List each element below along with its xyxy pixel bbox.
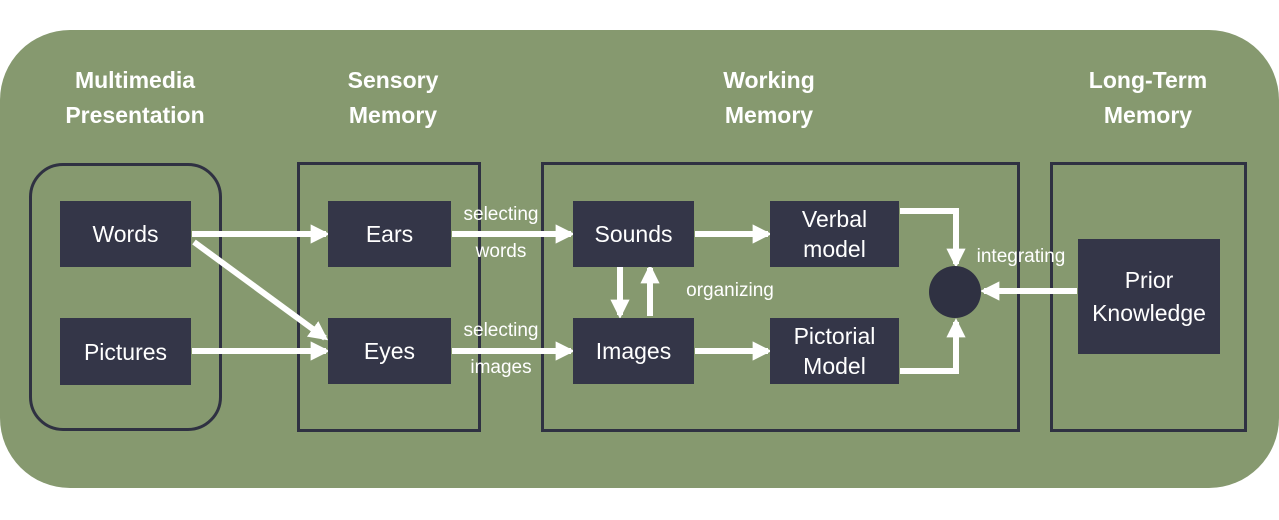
heading-line: Sensory [347,67,439,93]
heading-line: Memory [724,102,814,128]
label-line: selecting [463,204,539,225]
heading-long-term-memory: Long-Term Memory [1078,63,1218,133]
heading-multimedia-presentation: Multimedia Presentation [65,63,205,133]
node-label: Verbal [801,206,868,232]
heading-line: Memory [348,102,438,128]
arrow-pictorial-model-to-hub [900,318,966,374]
heading-line: Presentation [65,102,205,128]
frame-sensory-memory [297,162,481,432]
node-pictures: Pictures [60,318,191,385]
node-label: Ears [365,221,414,247]
node-label: Model [803,353,866,379]
integration-node [929,266,981,318]
node-pictorial-model: Pictorial Model [770,318,899,384]
node-label: Sounds [594,221,673,247]
label-organizing: organizing [680,272,780,309]
node-eyes: Eyes [328,318,451,384]
node-label: Eyes [363,338,416,364]
node-label: Pictorial [793,323,876,349]
heading-working-memory: Working Memory [709,63,829,133]
heading-line: Working [723,67,815,93]
node-label: Prior [1124,266,1174,293]
heading-line: Multimedia [74,67,196,93]
node-label: model [803,236,866,262]
label-line: integrating [976,246,1066,267]
heading-line: Memory [1103,102,1193,128]
node-sounds: Sounds [573,201,694,267]
node-label: Words [92,221,159,247]
frame-multimedia-presentation [29,163,222,431]
node-words: Words [60,201,191,267]
arrow-words-to-eyes [192,239,329,341]
frame-long-term-memory [1050,162,1247,432]
label-integrating: integrating [968,238,1074,275]
label-selecting-words: selecting words [450,196,552,270]
label-line: selecting [463,320,539,341]
label-line: words [475,241,527,262]
label-line: images [470,357,532,378]
heading-line: Long-Term [1088,67,1208,93]
arrow-verbal-model-to-hub [900,208,966,268]
node-images: Images [573,318,694,384]
node-ears: Ears [328,201,451,267]
label-line: organizing [686,280,774,301]
node-verbal-model: Verbal model [770,201,899,267]
node-label: Knowledge [1092,299,1206,326]
node-prior-knowledge: Prior Knowledge [1078,239,1220,354]
node-label: Pictures [83,338,168,365]
frame-working-memory [541,162,1020,432]
heading-sensory-memory: Sensory Memory [333,63,453,133]
label-selecting-images: selecting images [450,312,552,386]
node-label: Images [595,338,672,364]
